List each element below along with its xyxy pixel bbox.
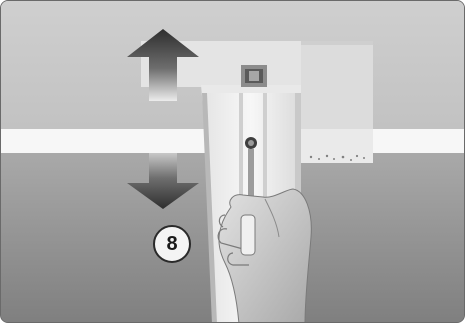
ceiling-bracket [241,65,267,87]
screw-icon [245,137,257,149]
step-number-badge: 8 [153,225,191,263]
ceiling-box [301,41,373,129]
step-number: 8 [166,233,177,256]
screwdriver-handle [241,215,255,255]
